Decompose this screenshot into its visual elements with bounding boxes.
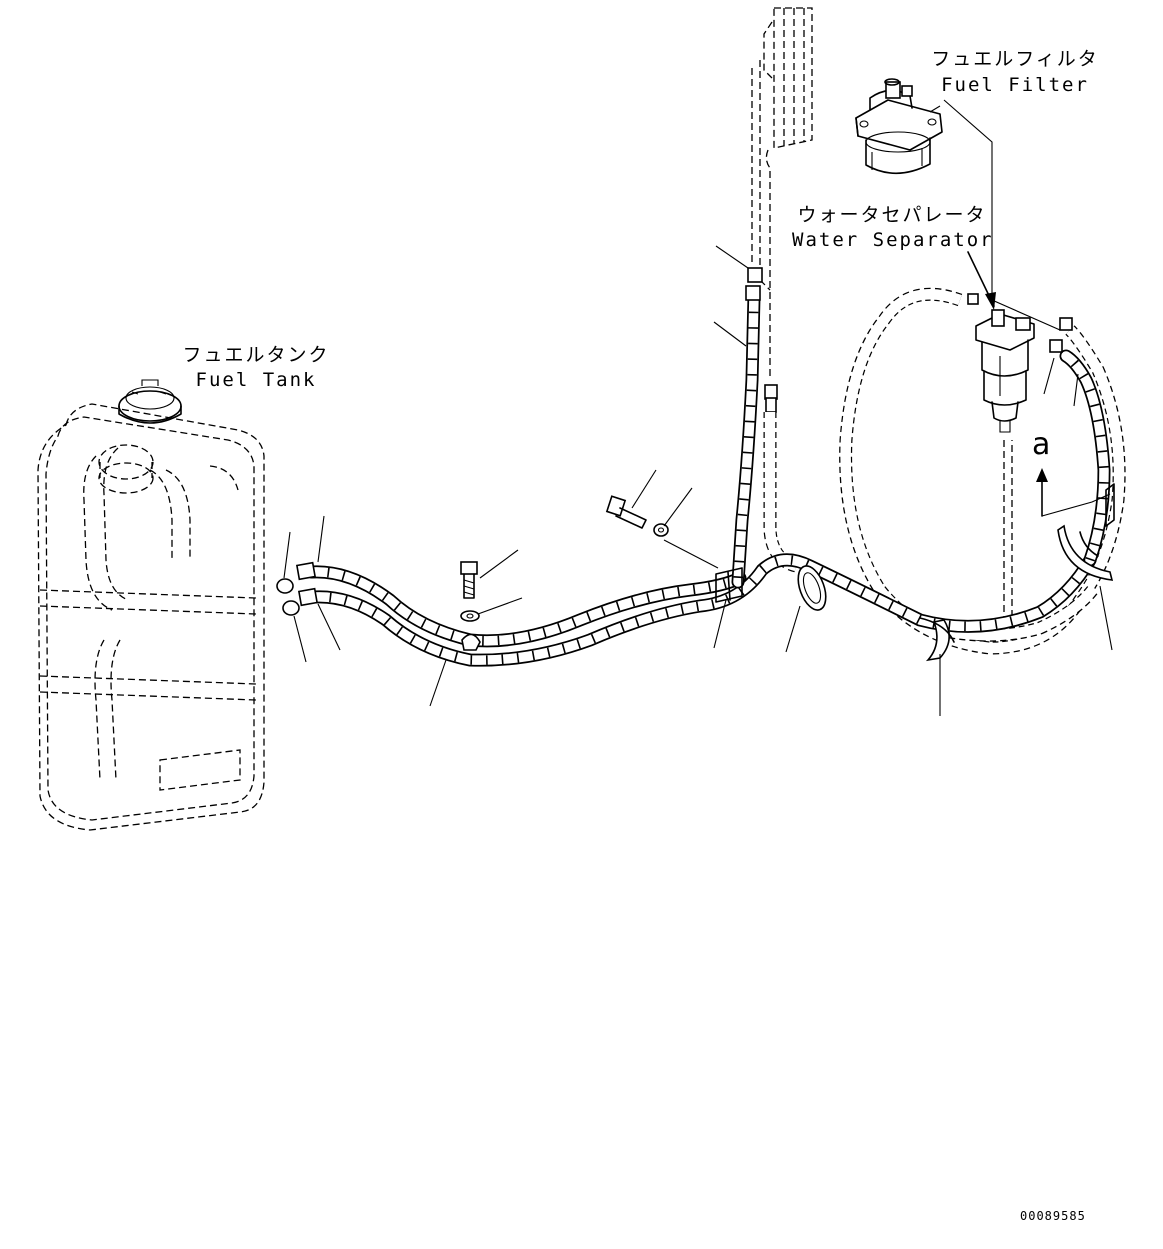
- fuel-filter-label-en: Fuel Filter: [941, 74, 1089, 96]
- fuel-filter-label-jp: フュエルフィルタ: [931, 48, 1099, 70]
- fuel-tank-label-jp: フュエルタンク: [182, 344, 330, 366]
- water-separator-label-jp: ウォータセパレータ: [797, 204, 987, 226]
- leader-lines: [283, 99, 1113, 716]
- view-a-marker: a: [1032, 427, 1051, 462]
- fuel-hoses: [295, 267, 1126, 667]
- water-separator-label-en: Water Separator: [792, 229, 994, 251]
- fuel-filter-drawing: [855, 78, 943, 174]
- water-separator-drawing: [975, 309, 1035, 619]
- clamps-and-bolts: [276, 293, 1115, 662]
- fuel-tank-label-en: Fuel Tank: [195, 369, 317, 391]
- drawing-part-number: 00089585: [1020, 1209, 1086, 1223]
- fuel-tank-drawing: [37, 379, 265, 831]
